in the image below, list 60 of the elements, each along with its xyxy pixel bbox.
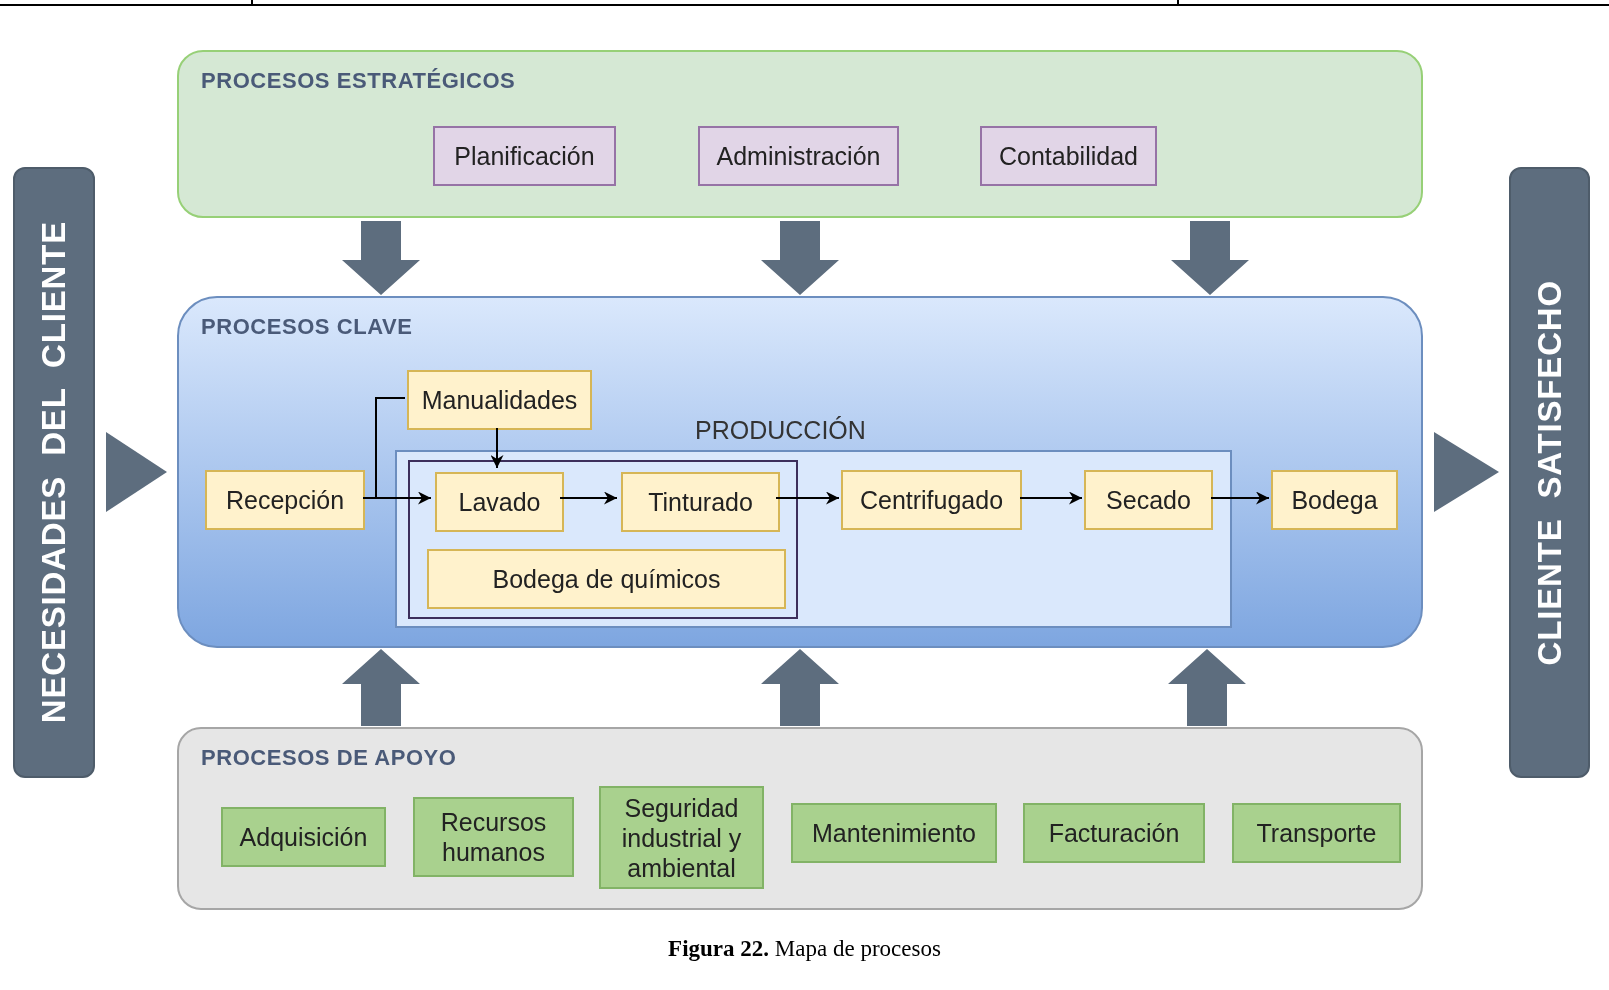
process-box [980,126,1157,186]
block-arrow [1168,649,1246,726]
process-label: Planificación [453,141,596,171]
process-box [841,470,1022,530]
arrow [559,491,618,505]
process-box [221,807,386,867]
group-panel [177,727,1423,910]
arrow [775,491,840,505]
triangle-arrow [1434,432,1499,512]
group-heading: PROCESOS DE APOYO [201,744,457,772]
arrow [490,427,504,469]
process-label: Recepción [224,485,346,515]
process-box [698,126,899,186]
process-label: Seguridad industrial y ambiental [620,792,743,883]
process-label: Manualidades [420,385,579,415]
process-box [427,549,786,609]
arrow [1019,491,1083,505]
process-label: Facturación [1047,818,1181,848]
process-label: Contabilidad [998,141,1139,171]
process-box [435,472,564,532]
block-arrow [342,649,420,726]
arrow [1210,491,1270,505]
group-panel [177,296,1423,648]
process-label: Tinturado [647,487,754,517]
process-box [1232,803,1401,863]
process-box [1084,470,1213,530]
process-label: Recursos humanos [439,807,548,867]
process-label: Lavado [457,487,542,517]
banner-text: NECESIDADES DEL CLIENTE [34,221,74,724]
process-label: Bodega de químicos [491,564,722,594]
group-frame [408,460,798,619]
side-banner [1509,167,1590,778]
process-box [791,803,997,863]
side-banner [13,167,95,778]
block-arrow [761,221,839,295]
process-label: Adquisición [238,822,369,852]
process-label: Transporte [1255,818,1378,848]
process-label: Bodega [1290,485,1379,515]
group-panel [177,50,1423,218]
process-box [205,470,365,530]
triangle-arrow [106,432,167,512]
group-heading: PRODUCCIÓN [695,415,866,446]
process-label: Centrifugado [858,485,1005,515]
block-arrow [342,221,420,295]
block-arrow [761,649,839,726]
process-box [433,126,616,186]
process-box [621,472,780,532]
process-box [1023,803,1205,863]
process-box [599,786,764,889]
process-label: Administración [715,141,882,171]
group-heading: PROCESOS ESTRATÉGICOS [201,67,516,95]
process-box [413,797,574,877]
banner-text: CLIENTE SATISFECHO [1529,279,1569,666]
caption: Figura 22. Mapa de procesos [668,935,941,963]
process-label: Secado [1105,485,1192,515]
block-arrow [1171,221,1249,295]
group-heading: PROCESOS CLAVE [201,313,413,341]
process-label: Mantenimiento [811,818,977,848]
process-box [407,370,592,430]
process-box [1271,470,1398,530]
